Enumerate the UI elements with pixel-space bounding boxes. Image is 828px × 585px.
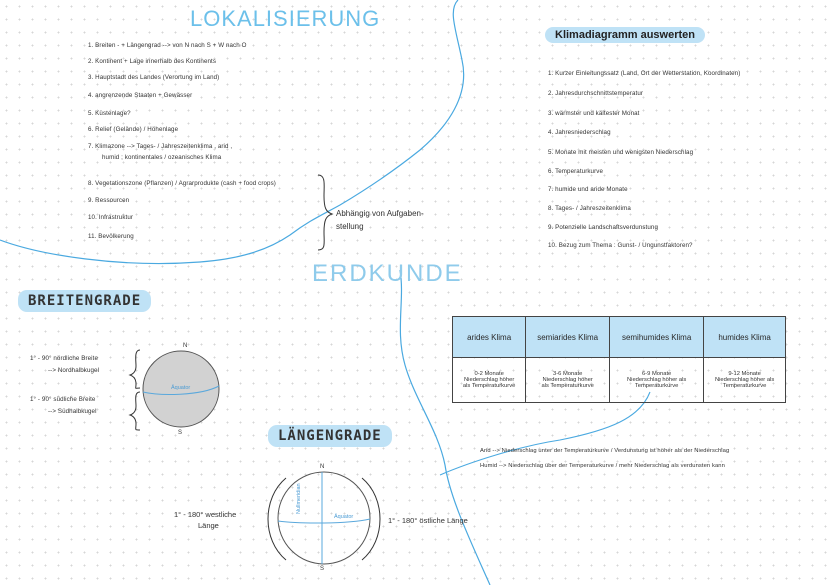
brace-note: Abhängig von Aufgaben- [336,209,424,218]
table-header: semihumides Klima [609,316,705,358]
table-header: semiarides Klima [525,316,611,358]
list-item: 4. Jahresniederschlag [548,129,611,136]
cell-line: 0-2 Monate [474,371,504,377]
list-item: 9. Ressourcen [88,197,130,204]
cell-line: Niederschlag höher als [714,377,775,383]
divider-line-top-left [0,0,465,265]
table-cell: 3-6 Monate Niederschlag höher als Temper… [525,357,611,403]
latitude-title: BREITENGRADE [18,290,152,312]
list-item: 4. angrenzende Staaten + Gewässer [88,92,193,99]
table-header-row: arides Klima semiarides Klima semihumide… [451,316,786,358]
list-item: 1. Kurzer Einleitungssatz (Land, Ort der… [548,70,741,77]
list-item: 1. Breiten - + Längengrad --> von N nach… [88,42,247,49]
longitude-title: LÄNGENGRADE [268,425,392,447]
list-item: 8. Tages- / Jahreszeitenklima [548,205,631,212]
divider-line-center [399,269,491,585]
cell-line: Temperaturkurve [722,383,767,389]
cell-line: Niederschlag höher [542,377,593,383]
cell-line: Niederschlag höher [464,377,515,383]
north-latitude-label: 1° - 90° nördliche Breite [30,355,98,362]
list-item: 10. Infrastruktur [88,214,134,221]
cell-line: 6-9 Monate [641,371,672,377]
longitude-globe [267,471,381,565]
south-latitude-label: 1° - 90° südliche Breite [30,396,96,403]
list-item: 5. Monate mit meisten und wenigsten Nied… [548,149,694,156]
east-longitude-label: 1° - 180° östliche Länge [388,516,468,525]
brace-note: stellung [336,222,364,231]
list-item: 8. Vegetationszone (Pflanzen) / Agrarpro… [88,180,276,187]
west-longitude-label: 1° - 180° westliche [174,510,237,519]
cell-line: Niederschlag höher als [626,377,687,383]
list-item: 6. Temperaturkurve [548,168,603,175]
climate-eval-title: Klimadiagramm auswerten [545,27,705,43]
north-marker: N [183,343,188,349]
center-title: ERDKUNDE [312,260,463,287]
list-item: 3. wärmster und kältester Monat [548,110,640,117]
south-hemisphere-label: --> Südhalbkugel [48,408,97,415]
cell-line: als Temperaturkurve [462,383,516,389]
list-item: 2. Jahresdurchschnittstemperatur [548,90,644,97]
list-item: 7. Klimazone --> Tages- / Jahreszeitenkl… [88,143,233,150]
list-item: 3. Hauptstadt des Landes (Verortung im L… [88,74,220,81]
table-cell: 0-2 Monate Niederschlag höher als Temper… [451,357,527,403]
list-item: 2. Kontinent + Lage innerhalb des Kontin… [88,58,217,65]
north-marker: N [320,464,325,470]
divider-line-right [439,391,651,476]
list-item: 7. humide und aride Monate [548,186,628,193]
west-longitude-unit: Länge [198,521,219,530]
equator-label: Äquator [171,385,191,391]
table-cell: 6-9 Monate Niederschlag höher als Temper… [609,357,705,403]
list-item: 10. Bezug zum Thema : Gunst- / Ungunstfa… [548,242,693,249]
equator-label: Äquator [334,514,354,520]
list-item: 6. Relief (Gelände) / Höhenlage [88,126,179,133]
cell-line: als Temperaturkurve [541,383,594,389]
cell-line: 3-6 Monate [552,371,583,377]
list-item: 11. Bevölkerung [88,233,134,240]
localization-title: LOKALISIERUNG [190,6,381,31]
list-item: 9. Potenzielle Landschaftsverdunstung [548,224,658,231]
definition-arid: Arid --> Niederschlag unter der Temperat… [480,448,730,454]
table-row: 0-2 Monate Niederschlag höher als Temper… [451,357,786,403]
list-item: humid ; kontinentales / ozeanisches Klim… [102,154,222,161]
prime-meridian-label: Nullmeridian [296,483,302,514]
south-marker: S [320,566,325,572]
north-hemisphere-label: --> Nordhalbkugel [48,367,100,374]
cell-line: 9-12 Monate [728,371,761,377]
latitude-globe [128,349,220,431]
climate-table: arides Klima semiarides Klima semihumide… [451,316,786,403]
table-header: humides Klima [703,316,786,358]
brace-icon [317,174,334,251]
cell-line: Temperaturkurve [634,383,679,389]
table-header: arides Klima [451,316,527,358]
list-item: 5. Küstenlage? [88,110,131,117]
table-cell: 9-12 Monate Niederschlag höher als Tempe… [703,357,786,403]
definition-humid: Humid --> Niederschlag über der Temperat… [480,463,725,469]
south-marker: S [178,430,183,436]
